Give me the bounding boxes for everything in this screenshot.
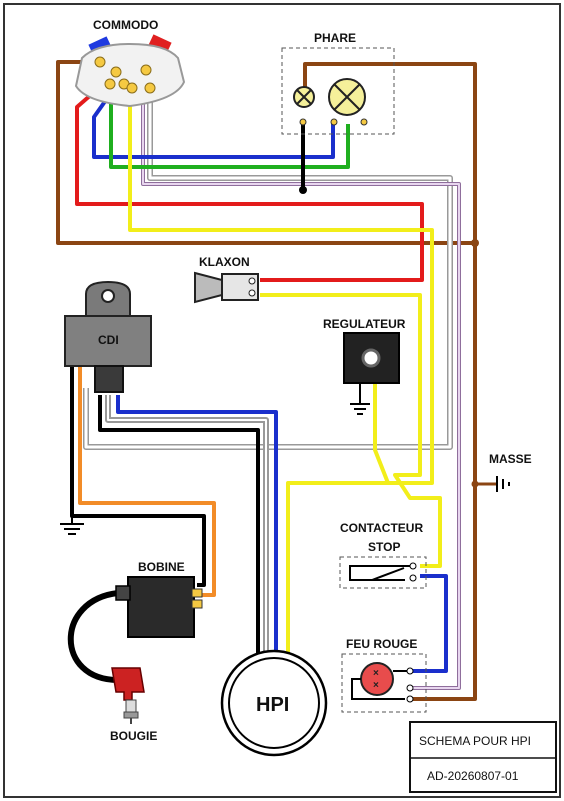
bobine-label: BOBINE xyxy=(138,560,185,574)
feu-rouge-box xyxy=(341,653,427,713)
hpi-label: HPI xyxy=(256,694,289,716)
cdi-body xyxy=(64,315,152,367)
junction-dot xyxy=(471,480,479,488)
svg-text:×: × xyxy=(373,680,379,691)
feu-rouge-label: FEU ROUGE xyxy=(346,637,417,651)
cdi: CDI xyxy=(64,280,152,393)
phare-label: PHARE xyxy=(314,31,356,45)
phare: PHARE xyxy=(281,31,395,135)
wire-cdi-black-bobine xyxy=(70,367,206,587)
bobine-body xyxy=(127,576,195,638)
wire-red xyxy=(75,78,424,282)
regulateur: REGULATEUR xyxy=(323,317,406,415)
wire-brown-phare xyxy=(303,62,477,243)
ground-symbol-left xyxy=(60,516,84,535)
contacteur-label-2: STOP xyxy=(368,540,400,554)
cdi-connector xyxy=(94,365,124,393)
bobine-ht-connector xyxy=(115,585,131,601)
wire-blue-commodo xyxy=(92,81,335,159)
title-block: SCHEMA POUR HPI AD-20260807-01 xyxy=(409,721,557,793)
hpi-inner xyxy=(228,657,320,749)
wire-yellow-klaxon xyxy=(260,293,442,568)
wire-cdi-orange xyxy=(78,367,216,597)
klaxon-label: KLAXON xyxy=(199,255,250,269)
wire-yellow-commodo xyxy=(128,86,434,485)
junction-dot xyxy=(299,186,307,194)
phare-box xyxy=(281,47,395,135)
contacteur-box xyxy=(339,556,427,589)
contacteur-label-1: CONTACTEUR xyxy=(340,521,423,535)
title-block-frame xyxy=(409,721,557,793)
contacteur-stop: CONTACTEUR STOP xyxy=(339,521,427,589)
commodo-body xyxy=(74,42,186,108)
hpi: HPI xyxy=(220,649,328,757)
masse: MASSE xyxy=(489,452,532,492)
svg-text:×: × xyxy=(373,668,379,679)
wire-brown xyxy=(56,60,477,701)
bougie: BOUGIE xyxy=(110,667,157,743)
wire-hightension xyxy=(67,590,119,683)
commodo: COMMODO xyxy=(74,18,186,108)
wire-yellow-hpi xyxy=(286,481,388,665)
wire-blue-feu xyxy=(410,574,448,673)
title-block-title: SCHEMA POUR HPI xyxy=(419,734,531,748)
junction-dot xyxy=(471,239,479,247)
title-block-reference: AD-20260807-01 xyxy=(427,769,519,783)
masse-label: MASSE xyxy=(489,452,532,466)
junction-dots xyxy=(299,186,479,488)
bobine: BOBINE xyxy=(115,560,203,638)
commodo-label: COMMODO xyxy=(93,18,158,32)
feu-rouge: × × FEU ROUGE xyxy=(341,637,427,713)
regulateur-label: REGULATEUR xyxy=(323,317,406,331)
cdi-label: CDI xyxy=(98,333,119,347)
wire-white-bundle xyxy=(84,88,452,449)
klaxon: KLAXON xyxy=(194,255,259,304)
bougie-label: BOUGIE xyxy=(110,729,157,743)
wire-cdi-black xyxy=(98,395,260,665)
wire-cdi-blue xyxy=(116,395,278,665)
